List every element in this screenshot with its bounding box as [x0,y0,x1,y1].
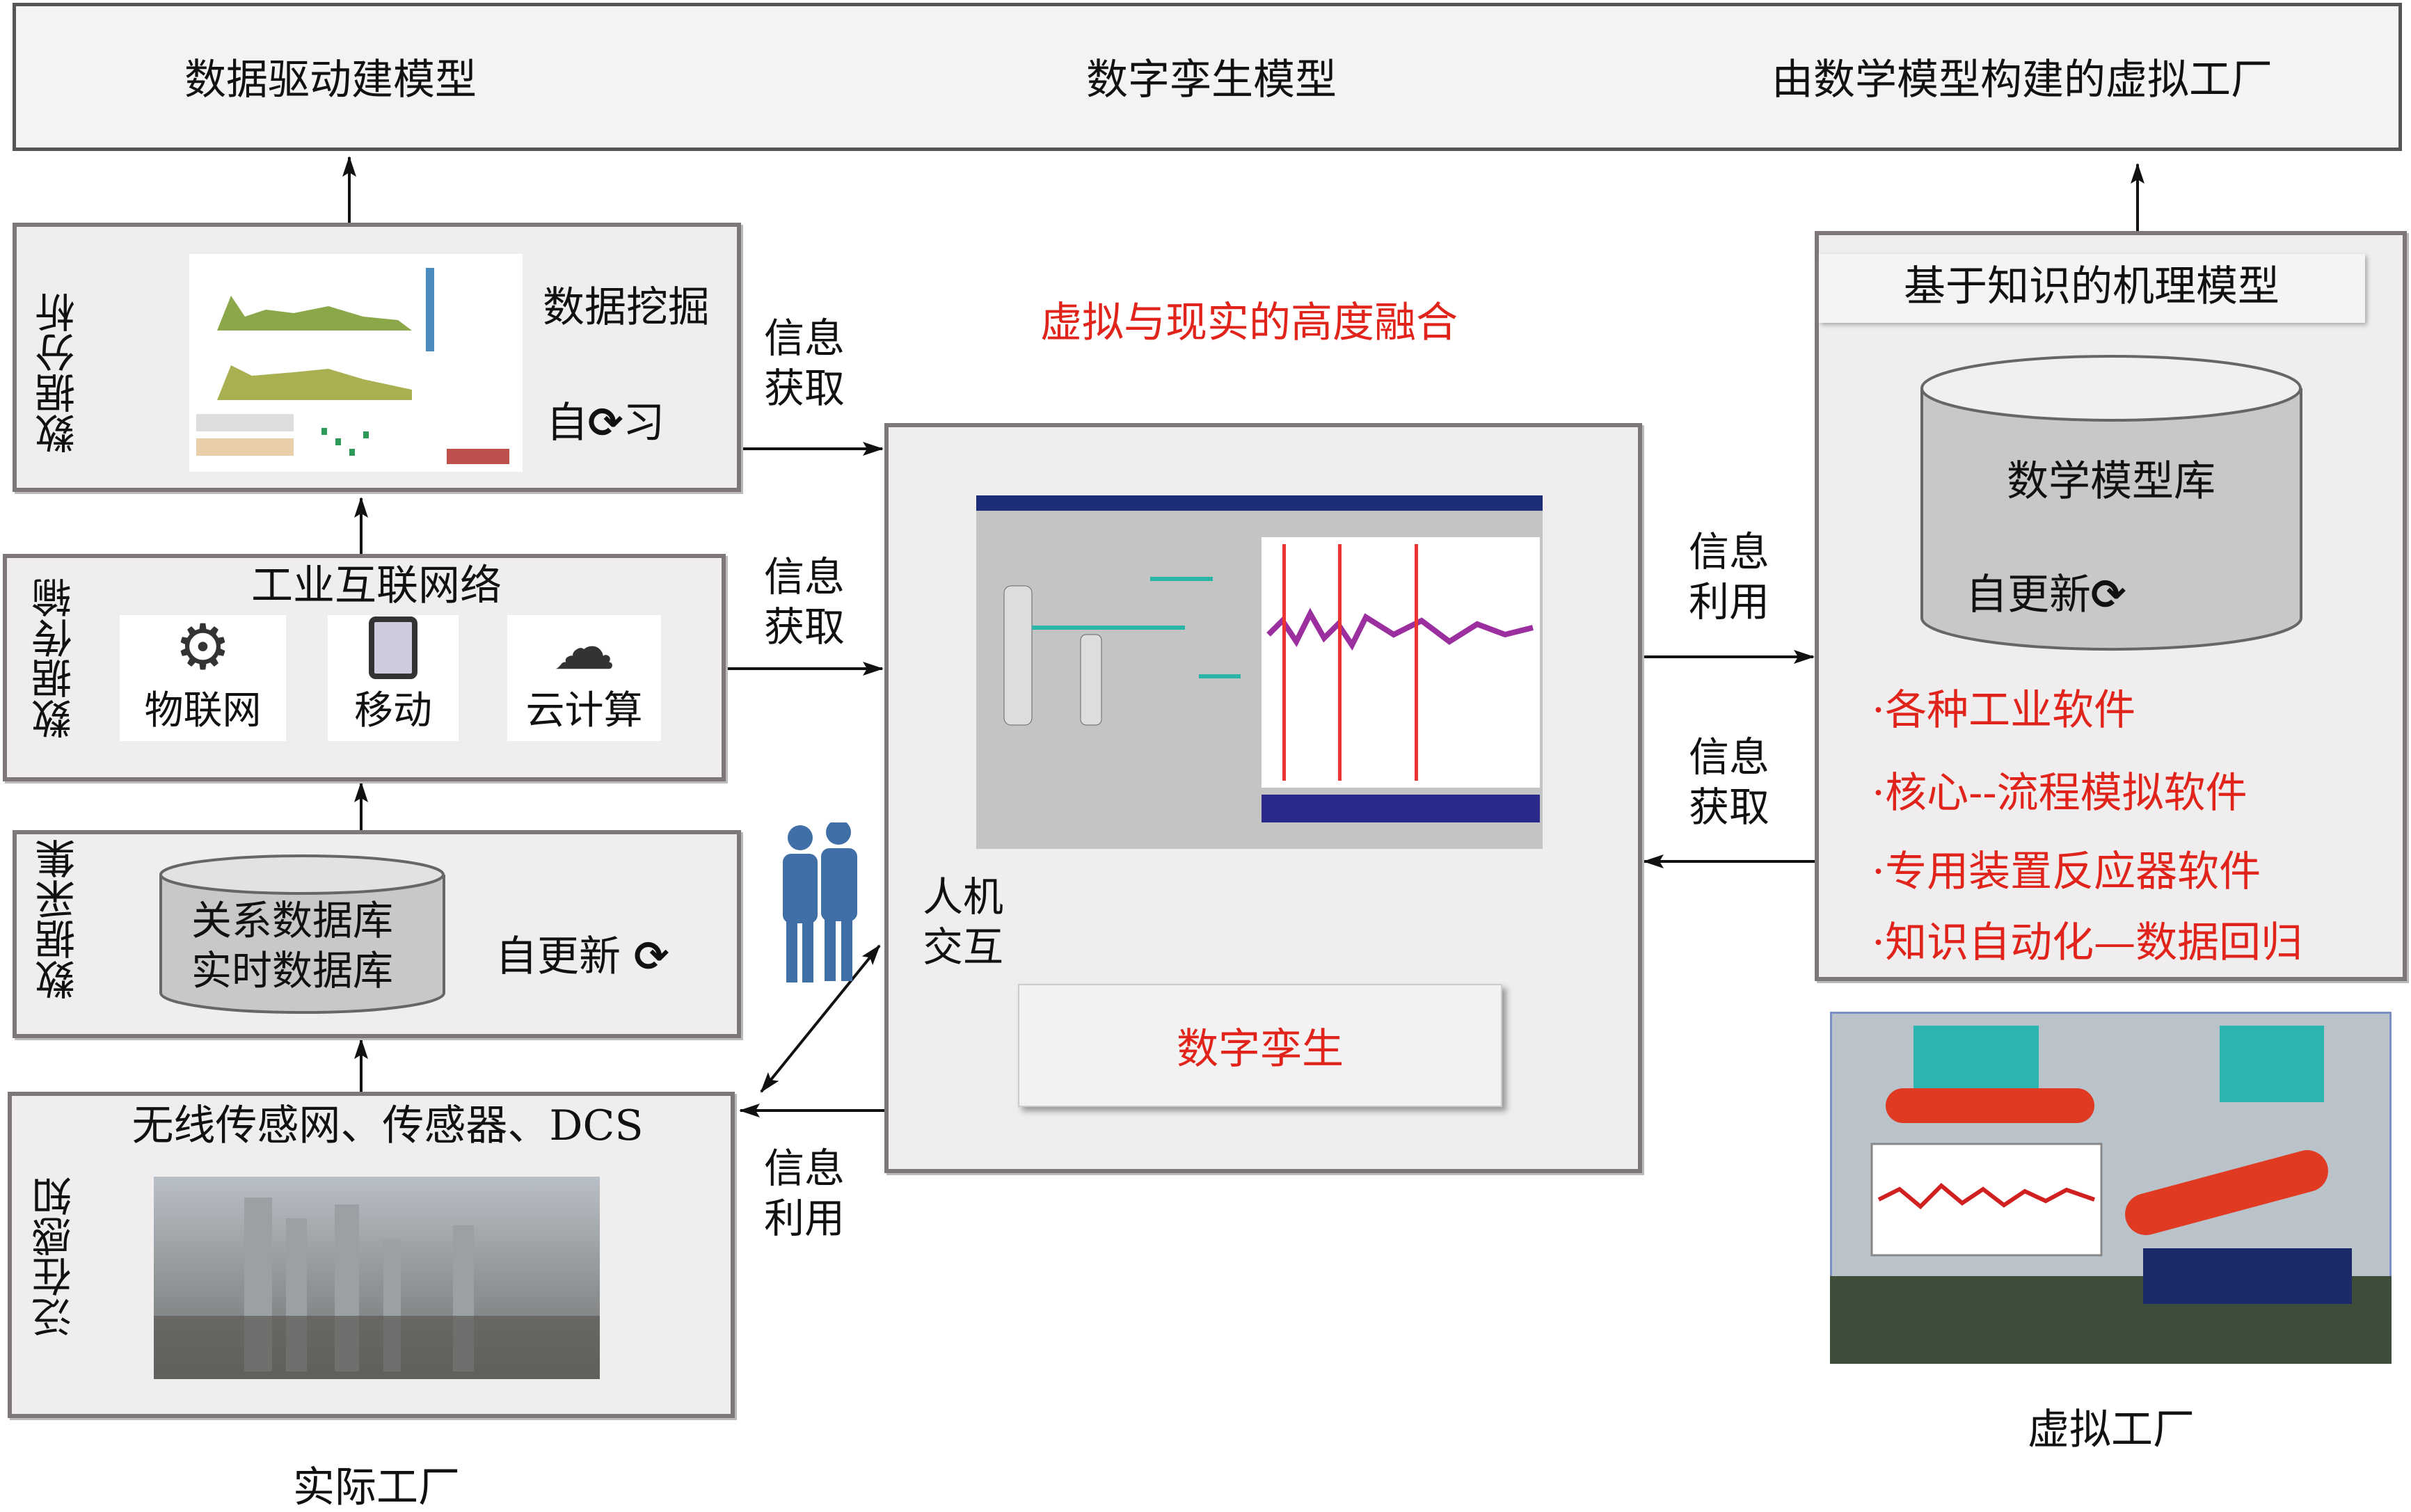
software-item: ·核心--流程模拟软件 [1872,769,2247,818]
cloud-label: 云计算 [525,688,643,733]
data-collect-label: 数据采集 [35,838,82,1000]
info-get-label-2: 信息获取 [764,553,845,651]
library-self-update: 自更新⟳ [1966,574,2126,616]
cloud-tile: ☁ 云计算 [507,615,661,741]
knowledge-title-strip [1819,254,2365,323]
fusion-title: 虚拟与现实的高度融合 [1040,299,1458,347]
hmi-screenshot [976,495,1543,849]
model-library-cylinder [1920,355,2302,651]
collect-self-update: 自更新 ⟳ [495,936,669,978]
data-mining-label: 数据挖掘 [543,283,710,332]
analytics-dashboard-image [189,254,523,472]
knowledge-title: 基于知识的机理模型 [1904,262,2279,311]
self-learning-label: 自⟳习 [546,402,665,444]
collect-update-label: 自更新 [495,932,621,981]
digital-twin-button: 数字孪生 [1018,984,1502,1107]
top-digital-twin-model: 数字孪生模型 [1086,56,1337,104]
relational-db-label: 关系数据库 [191,897,394,944]
top-virtual-factory-model: 由数学模型构建的虚拟工厂 [1772,56,2273,104]
virtual-factory-render [1830,1012,2392,1364]
hmi-label: 人机交互 [923,873,1004,971]
sensing-header: 无线传感网、传感器、DCS [132,1101,644,1150]
model-library-label: 数学模型库 [2007,457,2215,506]
sensing-label: 泛在感知 [31,1176,79,1337]
software-item: ·专用装置反应器软件 [1872,847,2261,896]
self-learn-text-b: 习 [623,399,665,447]
virtual-factory-caption: 虚拟工厂 [2028,1406,2195,1454]
realtime-db-label: 实时数据库 [191,947,394,994]
real-factory-caption: 实际工厂 [293,1463,460,1512]
digital-twin-label: 数字孪生 [1177,1025,1344,1074]
refresh-icon: ⟳ [634,932,669,981]
software-item: ·知识自动化—数据回归 [1872,918,2303,967]
info-get-label-3: 信息获取 [1689,733,1770,831]
top-banner [13,3,2402,151]
self-learn-text-a: 自 [546,399,588,447]
mobile-icon [369,616,417,679]
mobile-tile: 移动 [328,615,459,741]
database-names: 关系数据库实时数据库 [191,896,393,996]
iot-label: 物联网 [144,688,262,733]
cloud-icon: ☁ [552,611,616,684]
info-use-label-2: 信息利用 [1689,528,1770,626]
database-cylinder [159,854,445,1014]
top-data-driven-model: 数据驱动建模型 [184,56,477,104]
people-icon [783,822,857,982]
industrial-network-label: 工业互联网络 [251,562,502,610]
real-plant-photo [154,1177,600,1379]
data-transfer-label: 数据传输 [31,578,79,739]
refresh-icon: ⟳ [2091,571,2126,619]
data-analysis-label: 数据分析 [35,292,82,454]
mobile-label: 移动 [354,688,432,733]
arrow-hmi-double [760,944,881,1093]
info-use-label-1: 信息利用 [764,1145,845,1242]
info-get-label-1: 信息获取 [764,315,845,412]
library-update-label: 自更新 [1966,571,2091,619]
iot-tile: ⚙ 物联网 [120,615,286,741]
refresh-icon: ⟳ [588,399,623,447]
software-item: ·各种工业软件 [1872,686,2136,735]
gear-icon: ⚙ [175,611,231,684]
